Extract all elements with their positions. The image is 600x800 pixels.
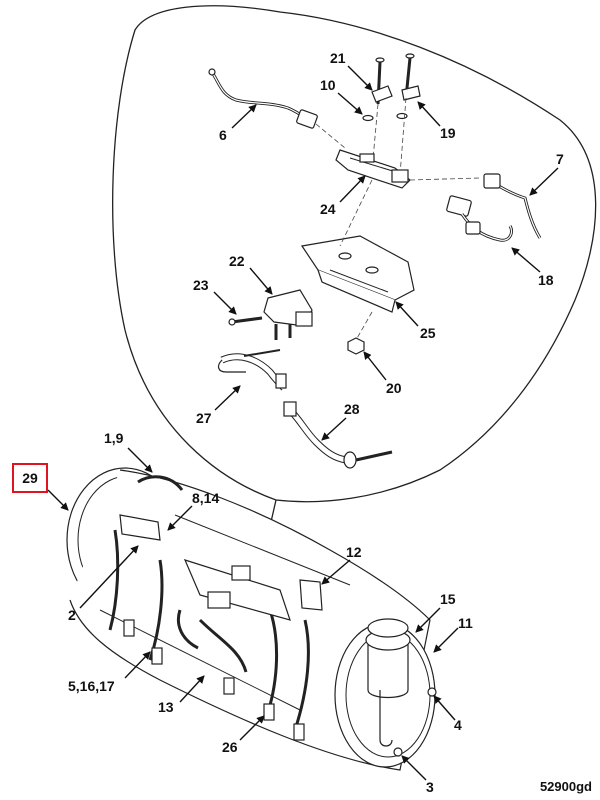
callout-21: 21: [330, 50, 346, 66]
hose-27-icon: [217, 349, 287, 391]
pressure-sensor-22-icon: [263, 289, 313, 340]
callout-25: 25: [420, 325, 436, 341]
callout-2: 2: [68, 607, 76, 623]
sensor-module-24-icon: [335, 149, 411, 189]
callout-13: 13: [158, 699, 174, 715]
bracket-25-icon: [300, 235, 415, 313]
callout-5-16-17: 5,16,17: [68, 678, 115, 694]
clip-19-icon: [401, 85, 421, 101]
callout-26: 26: [222, 739, 238, 755]
nut-20-icon: [347, 337, 365, 355]
callout-6: 6: [219, 127, 227, 143]
callout-19: 19: [440, 125, 456, 141]
filter-housing-assembly: [66, 467, 437, 771]
callout-10: 10: [320, 77, 336, 93]
detail-balloon-outline: [112, 5, 597, 536]
harness-6-icon: [210, 71, 313, 124]
callout-7: 7: [556, 151, 564, 167]
callout-20: 20: [386, 380, 402, 396]
callout-4: 4: [454, 717, 462, 733]
callout-11: 11: [458, 615, 473, 631]
harness-18-icon: [446, 195, 514, 242]
connector-6-icon: [296, 109, 318, 129]
washer-icon: [396, 112, 408, 120]
callout-27: 27: [196, 410, 212, 426]
callout-12: 12: [346, 544, 362, 560]
callout-24: 24: [320, 201, 336, 217]
callout-29-highlighted: 29: [12, 463, 48, 493]
callout-15: 15: [440, 591, 456, 607]
callout-1-9: 1,9: [104, 430, 124, 446]
harness-7-icon: [491, 180, 542, 239]
callout-3: 3: [426, 779, 434, 795]
hose-28-icon: [283, 401, 393, 469]
bolt-23-icon: [228, 316, 263, 326]
clip-10-icon: [371, 85, 393, 103]
callout-23: 23: [193, 277, 209, 293]
callout-28: 28: [344, 401, 360, 417]
callout-8-14: 8,14: [192, 490, 219, 506]
callout-22: 22: [229, 253, 245, 269]
callout-18: 18: [538, 272, 554, 288]
figure-id: 52900gd: [539, 779, 592, 794]
washer-icon: [362, 114, 374, 122]
